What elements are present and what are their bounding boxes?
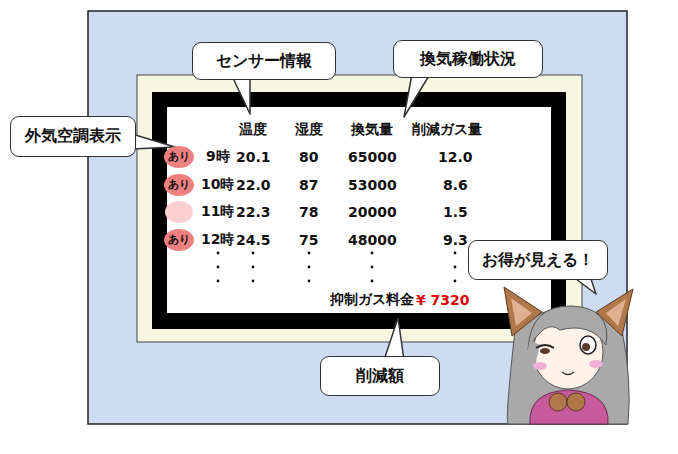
status-marker: あり [164, 174, 194, 196]
time-cell: 12時 [201, 231, 234, 249]
table-cell: 48000 [348, 232, 397, 248]
total-label: 抑制ガス料金 [330, 291, 414, 309]
node-text: あり [168, 174, 190, 196]
column-header: 削減ガス量 [412, 121, 482, 139]
table-cell: 87 [299, 177, 318, 193]
callout-box: 外気空調表示 [10, 116, 136, 157]
monitor-frame [137, 75, 582, 342]
table-cell: 80 [299, 149, 318, 165]
monitor-screen [167, 107, 551, 313]
table-cell: 22.3 [236, 204, 271, 220]
callout-box: 換気稼働状況 [393, 40, 543, 78]
column-header: 換気量 [351, 121, 393, 139]
table-cell: 78 [299, 204, 318, 220]
node-text: 換気稼働状況 [420, 49, 516, 70]
time-cell: 11時 [201, 203, 234, 221]
table-cell: 65000 [348, 149, 397, 165]
node-text: センサー情報 [216, 51, 312, 72]
node-text: 削減額 [356, 366, 404, 387]
column-header: 温度 [239, 121, 267, 139]
callout-box: センサー情報 [192, 42, 336, 80]
table-cell: 75 [299, 232, 318, 248]
time-cell: 9時 [206, 148, 230, 166]
table-cell: 20.1 [236, 149, 271, 165]
continuation-dots [217, 252, 457, 283]
cat-girl [504, 287, 633, 424]
speech-bubble: お得が見える！ [468, 240, 608, 280]
table-cell: 1.5 [443, 204, 468, 220]
table-cell: 8.6 [443, 177, 468, 193]
table-cell: 9.3 [443, 232, 468, 248]
node-text: お得が見える！ [482, 250, 594, 271]
outer-panel [88, 11, 627, 424]
node-text: あり [168, 146, 190, 168]
node-text: 外気空調表示 [25, 126, 121, 147]
callout-tails [132, 74, 596, 360]
table-cell: 20000 [348, 204, 397, 220]
column-header: 湿度 [295, 121, 323, 139]
table-cell: 12.0 [438, 149, 473, 165]
callout-box: 削減額 [320, 356, 440, 396]
node-text: あり [168, 229, 190, 251]
status-marker: あり [164, 229, 194, 251]
total-amount: ¥ 7320 [416, 292, 470, 308]
monitor-bezel [152, 92, 566, 329]
table-cell: 53000 [348, 177, 397, 193]
time-cell: 10時 [201, 176, 234, 194]
empty-marker [165, 201, 193, 223]
status-marker: あり [164, 146, 194, 168]
table-cell: 24.5 [236, 232, 271, 248]
table-cell: 22.0 [236, 177, 271, 193]
